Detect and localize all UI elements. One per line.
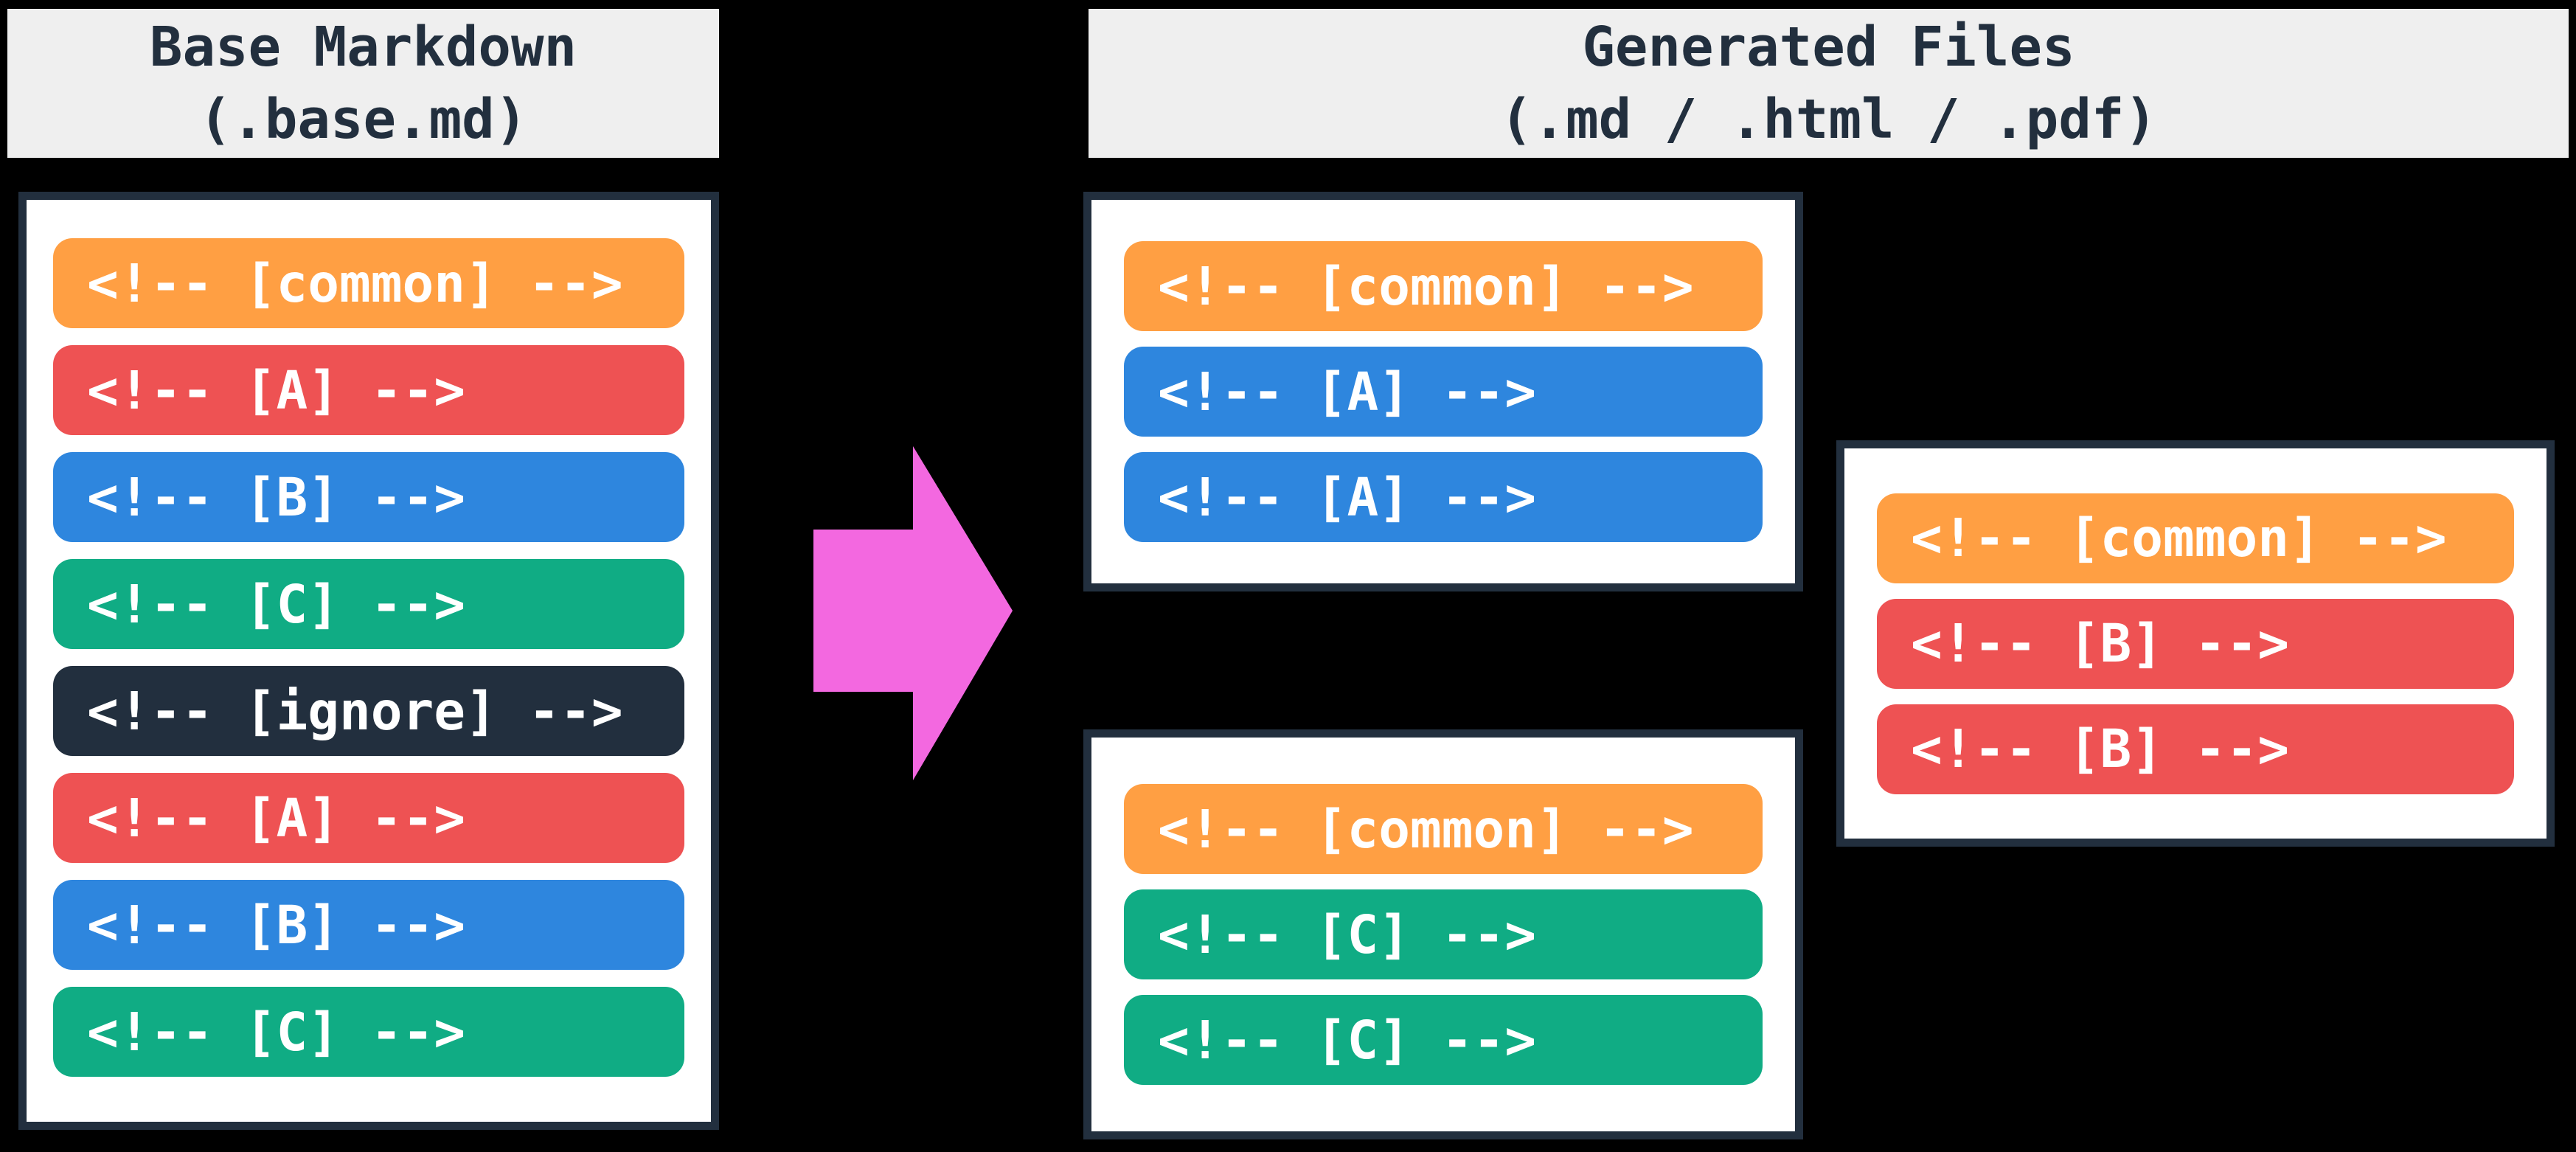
code-block-common: <!-- [common] --> — [1877, 493, 2514, 583]
code-block-label: <!-- [ignore] --> — [87, 680, 623, 742]
right-arrow-shape — [813, 446, 1013, 780]
base-markdown-panel: <!-- [common] --> <!-- [A] --> <!-- [B] … — [18, 192, 719, 1130]
code-block-b: <!-- [B] --> — [1877, 598, 2514, 689]
base-markdown-extension: (.base.md) — [198, 88, 528, 151]
code-block-c: <!-- [C] --> — [53, 987, 684, 1077]
code-block-label: <!-- [B] --> — [87, 894, 465, 956]
code-block-a: <!-- [A] --> — [53, 773, 684, 863]
base-markdown-title: Base Markdown — [149, 15, 577, 79]
code-block-label: <!-- [C] --> — [87, 573, 465, 635]
code-block-a: <!-- [A] --> — [1124, 347, 1763, 437]
code-block-common: <!-- [common] --> — [1124, 784, 1763, 874]
code-block-label: <!-- [C] --> — [87, 1001, 465, 1063]
code-block-label: <!-- [B] --> — [87, 466, 465, 528]
code-block-a: <!-- [A] --> — [53, 345, 684, 435]
code-block-label: <!-- [B] --> — [1911, 613, 2289, 674]
code-block-common: <!-- [common] --> — [1124, 241, 1763, 331]
code-block-label: <!-- [A] --> — [87, 359, 465, 421]
generated-file-c-panel: <!-- [common] --> <!-- [C] --> <!-- [C] … — [1083, 729, 1803, 1139]
code-block-label: <!-- [C] --> — [1158, 903, 1536, 965]
code-block-label: <!-- [A] --> — [1158, 361, 1536, 423]
code-block-label: <!-- [common] --> — [1911, 507, 2447, 569]
generated-files-header: Generated Files (.md / .html / .pdf) — [1089, 9, 2569, 158]
code-block-b: <!-- [B] --> — [53, 880, 684, 970]
code-block-label: <!-- [A] --> — [1158, 466, 1536, 528]
code-block-label: <!-- [common] --> — [87, 252, 623, 314]
code-block-ignore: <!-- [ignore] --> — [53, 666, 684, 756]
generated-files-extensions: (.md / .html / .pdf) — [1499, 88, 2158, 151]
code-block-label: <!-- [B] --> — [1911, 718, 2289, 780]
generated-file-b-panel: <!-- [common] --> <!-- [B] --> <!-- [B] … — [1836, 440, 2555, 847]
code-block-c: <!-- [C] --> — [1124, 889, 1763, 979]
generated-file-a-panel: <!-- [common] --> <!-- [A] --> <!-- [A] … — [1083, 192, 1803, 591]
code-block-c: <!-- [C] --> — [1124, 995, 1763, 1085]
code-block-a: <!-- [A] --> — [1124, 452, 1763, 542]
code-block-label: <!-- [common] --> — [1158, 798, 1694, 860]
generated-files-title: Generated Files — [1582, 15, 2075, 79]
code-block-label: <!-- [A] --> — [87, 787, 465, 849]
code-block-label: <!-- [C] --> — [1158, 1009, 1536, 1071]
code-block-b: <!-- [B] --> — [1877, 704, 2514, 794]
code-block-c: <!-- [C] --> — [53, 559, 684, 649]
code-block-label: <!-- [common] --> — [1158, 255, 1694, 317]
right-arrow-icon — [813, 446, 1013, 780]
code-block-common: <!-- [common] --> — [53, 238, 684, 328]
code-block-b: <!-- [B] --> — [53, 452, 684, 542]
base-markdown-header: Base Markdown (.base.md) — [7, 9, 719, 158]
